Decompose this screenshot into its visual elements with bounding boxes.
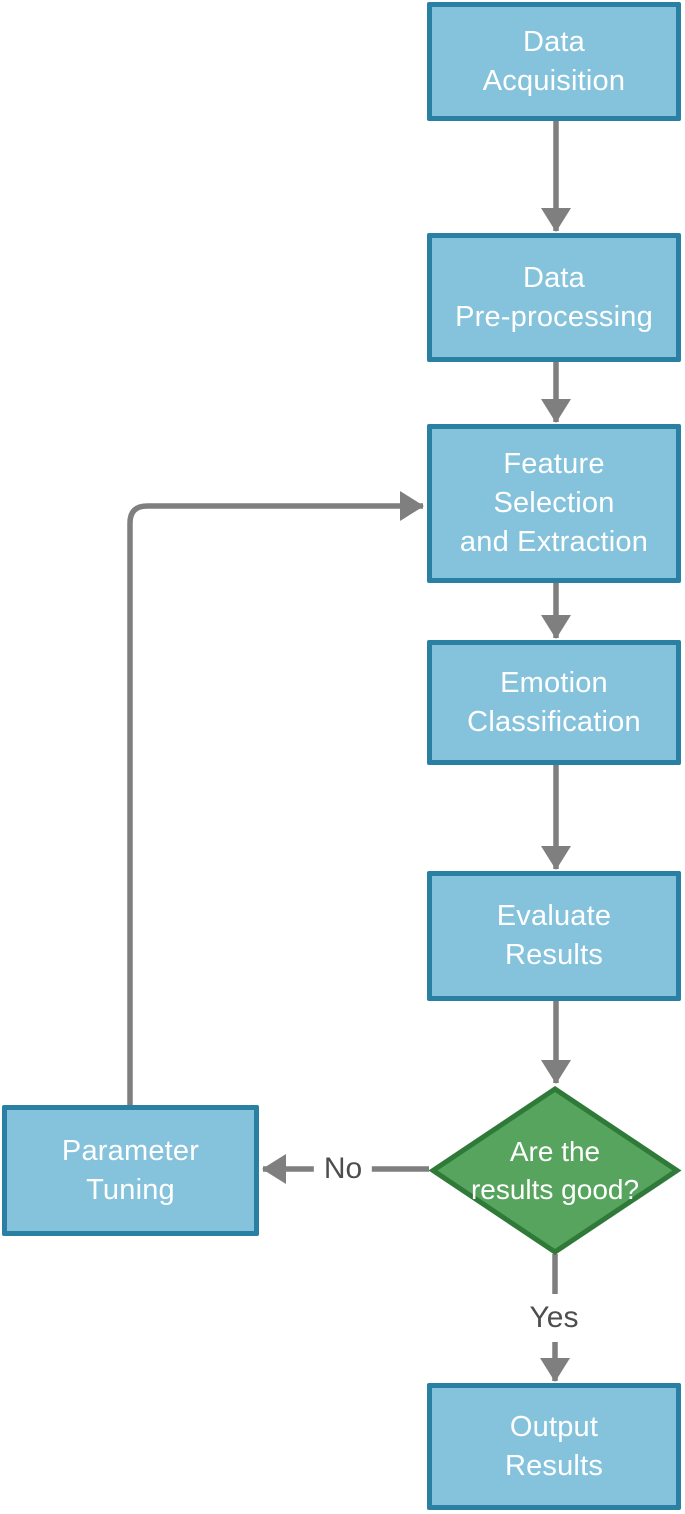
node-parameter-tuning: Parameter Tuning	[2, 1105, 259, 1236]
edge-tuning-to-feature-loop	[127, 491, 424, 1107]
node-data-preprocessing: Data Pre-processing	[427, 233, 681, 362]
edge-label-no: No	[313, 1145, 373, 1193]
node-label-emotion-classification: Emotion Classification	[467, 666, 641, 738]
edge-label-yes: Yes	[519, 1294, 589, 1342]
node-label-evaluate-results: Evaluate Results	[496, 900, 612, 971]
node-label-feature-selection: Feature Selection and Extraction	[459, 448, 649, 558]
node-data-acquisition: Data Acquisition	[427, 2, 681, 121]
decision-diamond-shape	[428, 1085, 682, 1256]
node-decision-results-good: Are the results good?	[428, 1085, 682, 1256]
node-label-data-acquisition: Data Acquisition	[482, 25, 626, 97]
node-output-results: Output Results	[427, 1383, 681, 1510]
node-label-decision: Are the results good?	[470, 1135, 640, 1205]
node-emotion-classification: Emotion Classification	[427, 640, 681, 765]
node-label-parameter-tuning: Parameter Tuning	[61, 1134, 200, 1206]
node-evaluate-results: Evaluate Results	[427, 871, 681, 1001]
node-label-output-results: Output Results	[504, 1410, 604, 1482]
node-label-data-preprocessing: Data Pre-processing	[455, 261, 653, 333]
node-feature-selection: Feature Selection and Extraction	[427, 424, 681, 583]
